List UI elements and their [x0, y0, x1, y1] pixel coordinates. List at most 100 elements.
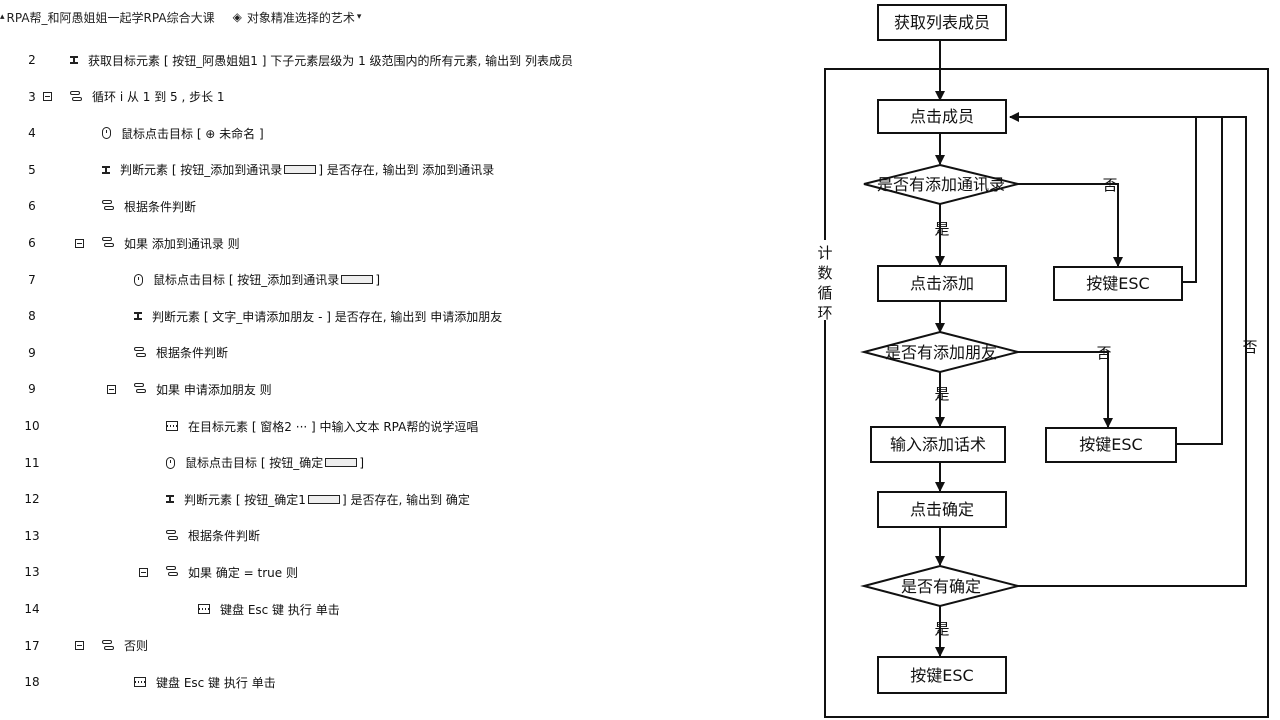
condition-loop-icon [166, 529, 178, 542]
step-text: 判断元素 [ 按钮_确定1 [184, 492, 306, 507]
node-q-contacts: 是否有添加通讯录 [863, 163, 1019, 206]
loop-label-char: 环 [817, 304, 832, 322]
svg-text:按键ESC: 按键ESC [910, 666, 973, 685]
line-number: 12 [24, 492, 40, 507]
line-number: 13 [24, 528, 40, 543]
condition-loop-icon [166, 566, 178, 578]
script-step-row[interactable]: 鼠标点击目标 [ 按钮_添加到通讯录] [134, 270, 380, 290]
edge-esc1-back [1009, 112, 1197, 283]
edge-esc2-back [1176, 116, 1223, 445]
element-target-icon [102, 165, 110, 174]
edge-q2-no [1018, 351, 1113, 428]
line-number: 8 [28, 309, 36, 324]
step-text-suffix: ] 是否存在, 输出到 确定 [341, 492, 470, 507]
element-target-icon [134, 312, 142, 321]
collapse-toggle-icon[interactable] [75, 641, 84, 651]
script-step-row[interactable]: 如果 申请添加朋友 则 [107, 379, 272, 399]
node-esc-2: 按键ESC [1045, 427, 1177, 463]
breadcrumb-flow[interactable]: ◈ 对象精准选择的艺术 ▾ [233, 9, 362, 26]
step-text: 判断元素 [ 文字_申请添加朋友 - ] 是否存在, 输出到 申请添加朋友 [152, 309, 503, 324]
label-q1-yes: 是 [934, 220, 949, 238]
flow-title: 对象精准选择的艺术 [246, 10, 355, 25]
script-step-row[interactable]: 键盘 Esc 键 执行 单击 [134, 672, 276, 692]
script-step-row[interactable]: 判断元素 [ 文字_申请添加朋友 - ] 是否存在, 输出到 申请添加朋友 [134, 306, 502, 326]
step-text: 键盘 Esc 键 执行 单击 [220, 602, 340, 617]
script-step-row[interactable]: 鼠标点击目标 [ 按钮_确定] [166, 453, 364, 473]
element-preview-thumbnail [284, 165, 317, 175]
script-step-row[interactable]: 判断元素 [ 按钮_确定1 ] 是否存在, 输出到 确定 [166, 489, 470, 509]
step-text: 键盘 Esc 键 执行 单击 [156, 675, 276, 690]
step-text: 否则 [124, 639, 149, 654]
edge-q3-no [1018, 116, 1247, 587]
project-title: RPA帮_和阿愚姐姐一起学RPA综合大课 [6, 10, 215, 25]
script-step-row[interactable]: 根据条件判断 [102, 196, 196, 216]
layers-icon: ◈ [232, 10, 242, 24]
element-target-icon [166, 495, 174, 504]
svg-text:输入添加话术: 输入添加话术 [890, 435, 986, 454]
condition-loop-icon [102, 237, 114, 249]
node-esc-3: 按键ESC [877, 656, 1007, 694]
keyboard-icon [134, 677, 146, 688]
collapse-toggle-icon[interactable] [75, 238, 84, 248]
chevron-up-icon: ▴ [0, 12, 5, 22]
line-number: 6 [28, 236, 36, 250]
mouse-icon [134, 273, 143, 286]
keyboard-icon [198, 604, 210, 614]
mouse-icon [166, 456, 175, 469]
collapse-toggle-icon[interactable] [43, 92, 52, 102]
line-number: 6 [28, 199, 36, 214]
condition-loop-icon [134, 346, 146, 359]
chevron-down-icon: ▾ [356, 12, 362, 22]
step-text: 获取目标元素 [ 按钮_阿愚姐姐1 ] 下子元素层级为 1 级范围内的所有元素,… [88, 53, 573, 68]
element-target-icon [70, 56, 78, 64]
collapse-toggle-icon[interactable] [139, 567, 148, 577]
line-number: 4 [28, 126, 36, 141]
script-step-row[interactable]: 否则 [75, 636, 148, 656]
svg-text:是否有添加通讯录: 是否有添加通讯录 [877, 175, 1005, 194]
script-step-row[interactable]: 在目标元素 [ 窗格2 ··· ] 中输入文本 RPA帮的说学逗唱 [166, 416, 478, 436]
step-text: 根据条件判断 [188, 529, 261, 544]
step-text: 如果 申请添加朋友 则 [156, 382, 272, 397]
script-step-row[interactable]: 循环 i 从 1 到 5 , 步长 1 [43, 87, 225, 107]
step-text-suffix: ] [375, 272, 380, 287]
line-number: 17 [24, 638, 40, 653]
loop-frame [824, 68, 1269, 718]
svg-text:点击成员: 点击成员 [910, 107, 974, 126]
line-number: 9 [28, 345, 36, 360]
script-step-row[interactable]: 如果 添加到通讯录 则 [75, 233, 240, 253]
script-step-row[interactable]: 如果 确定 = true 则 [139, 562, 298, 582]
step-text: 判断元素 [ 按钮_添加到通讯录 [120, 163, 283, 178]
svg-text:获取列表成员: 获取列表成员 [894, 13, 990, 32]
step-text: 鼠标点击目标 [ 按钮_确定 [185, 456, 324, 471]
node-input-text: 输入添加话术 [870, 426, 1006, 463]
mouse-icon [102, 127, 111, 140]
node-click-add: 点击添加 [877, 265, 1007, 302]
loop-label-char: 数 [817, 264, 832, 282]
script-step-row[interactable]: 判断元素 [ 按钮_添加到通讯录 ] 是否存在, 输出到 添加到通讯录 [102, 160, 494, 180]
node-q-ok: 是否有确定 [860, 564, 1019, 608]
script-step-row[interactable]: 根据条件判断 [166, 526, 260, 546]
step-text-suffix: ] 是否存在, 输出到 添加到通讯录 [318, 163, 495, 178]
line-number: 2 [28, 53, 36, 67]
collapse-toggle-icon[interactable] [107, 384, 116, 394]
label-q2-yes: 是 [934, 385, 949, 403]
svg-text:按键ESC: 按键ESC [1086, 274, 1149, 293]
node-click-ok: 点击确定 [877, 491, 1007, 528]
condition-loop-icon [70, 90, 82, 103]
script-step-row[interactable]: 获取目标元素 [ 按钮_阿愚姐姐1 ] 下子元素层级为 1 级范围内的所有元素,… [70, 50, 573, 70]
keyboard-icon [166, 421, 178, 431]
script-step-row[interactable]: 根据条件判断 [134, 343, 228, 363]
breadcrumb-project[interactable]: ▴ RPA帮_和阿愚姐姐一起学RPA综合大课 [0, 9, 215, 26]
svg-text:点击添加: 点击添加 [910, 274, 974, 293]
node-get-members: 获取列表成员 [877, 4, 1007, 41]
script-step-row[interactable]: 键盘 Esc 键 执行 单击 [198, 599, 340, 619]
step-text: 根据条件判断 [156, 346, 229, 361]
element-preview-thumbnail [307, 494, 340, 504]
node-q-friend: 是否有添加朋友 [860, 330, 1019, 374]
line-number: 5 [28, 162, 36, 177]
script-step-row[interactable]: 鼠标点击目标 [ ⊕ 未命名 ] [102, 123, 264, 143]
svg-text:是否有添加朋友: 是否有添加朋友 [885, 343, 997, 362]
step-text: 鼠标点击目标 [ ⊕ 未命名 ] [121, 126, 264, 141]
